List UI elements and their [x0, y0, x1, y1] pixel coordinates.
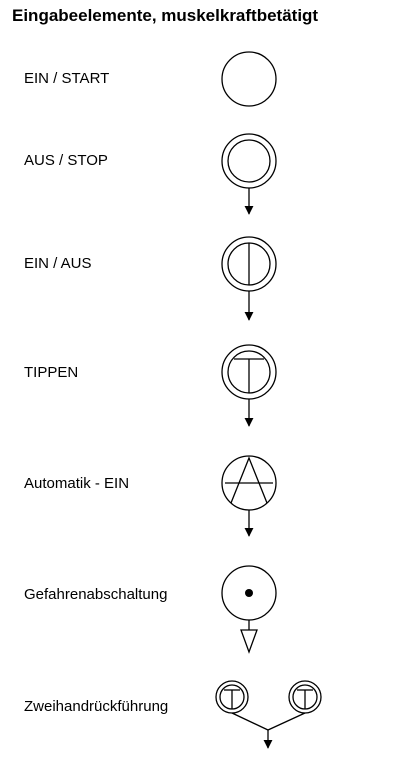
label-tippen: TIPPEN	[24, 364, 79, 381]
diagram-title: Eingabeelemente, muskelkraftbetätigt	[12, 6, 319, 25]
plain-circle-icon	[221, 51, 277, 107]
label-gefahrenabschaltung: Gefahrenabschaltung	[24, 586, 168, 603]
double-circle-icon	[221, 133, 277, 189]
label-zweihandrueckfuehrung: Zweihandrückführung	[24, 698, 169, 715]
double-circle-vertical-line-icon	[221, 236, 277, 292]
two-hand-control-icon	[215, 680, 322, 749]
hollow-arrow-down-icon	[240, 620, 258, 654]
label-ein-aus: EIN / AUS	[24, 255, 92, 272]
label-ein-start: EIN / START	[24, 70, 110, 87]
label-aus-stop: AUS / STOP	[24, 152, 108, 169]
circle-a-icon	[221, 455, 277, 511]
label-automatik-ein: Automatik - EIN	[24, 475, 130, 492]
circle-dot-icon	[221, 565, 277, 621]
double-circle-t-icon	[221, 344, 277, 400]
